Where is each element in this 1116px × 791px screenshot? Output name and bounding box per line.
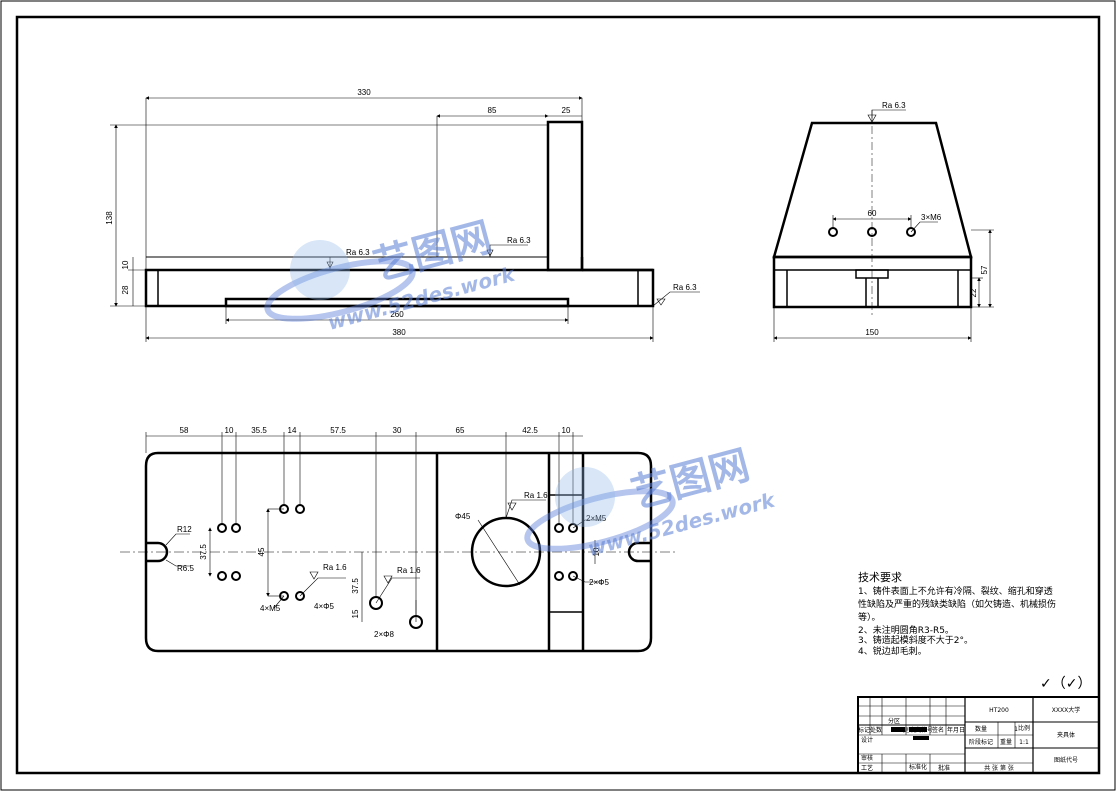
side-view-labels: 60 3×M6 57 22 150 Ra 6.3 — [865, 101, 989, 337]
dim-top: 30 — [393, 426, 402, 435]
radius-label: R12 — [177, 525, 192, 534]
stage-label: 阶段标记 — [969, 738, 993, 746]
radius-label: R6.5 — [177, 564, 194, 573]
dim-vertical: 37.5 — [351, 578, 360, 594]
dim-overall-width: 330 — [357, 88, 371, 97]
quantity-label: 数量 — [975, 725, 987, 733]
mark-label: 标记 — [858, 726, 870, 734]
dim-vertical: 10 — [592, 547, 601, 556]
dim-side-height: 57 — [980, 265, 989, 274]
top-view-labels: 58 10 35.5 14 57.5 30 65 42.5 10 R12 R6.… — [177, 426, 610, 639]
roughness-label: Ra 1.6 — [524, 491, 548, 500]
zone-label: 分区 — [888, 717, 900, 725]
dim-vertical: 15 — [351, 609, 360, 618]
approve-label: 批准 — [938, 764, 950, 772]
dim-total-length: 380 — [392, 328, 406, 337]
dim-height: 138 — [105, 211, 114, 225]
date-label: 年月日 — [947, 726, 965, 734]
review-label: 审核 — [861, 754, 873, 762]
technical-requirements: 技术要求 1、铸件表面上不允许有冷隔、裂纹、缩孔和穿透 性缺陷及严重的残缺类缺陷… — [858, 571, 1056, 657]
dim-base-height: 28 — [121, 285, 130, 294]
dim-wall-width: 25 — [562, 106, 571, 115]
material: HT200 — [989, 707, 1009, 714]
requirement-line: 2、未注明圆角R3-R5。 — [858, 624, 954, 636]
dim-top: 42.5 — [522, 426, 538, 435]
sign-label: 签名 — [932, 726, 944, 734]
design-label: 设计 — [861, 736, 873, 744]
surface-finish-symbol: ✓（✓） — [1040, 676, 1091, 692]
dim-vertical: 37.5 — [199, 544, 208, 560]
dim-top: 35.5 — [251, 426, 267, 435]
requirements-title: 技术要求 — [858, 571, 902, 584]
front-view-labels: 330 85 25 138 10 28 260 380 Ra 6.3 Ra 6.… — [105, 88, 697, 337]
side-view — [772, 109, 994, 342]
roughness-label: Ra 6.3 — [673, 283, 697, 292]
dim-top: 57.5 — [330, 426, 346, 435]
place-label: 处数 — [870, 726, 882, 734]
title-block — [857, 696, 1100, 774]
dim-top: 10 — [562, 426, 571, 435]
inner-border — [15, 15, 1101, 775]
dim-step: 10 — [121, 260, 130, 269]
dim-side-base: 22 — [969, 288, 978, 297]
roughness-label: Ra 6.3 — [882, 101, 906, 110]
dim-top: 10 — [225, 426, 234, 435]
change-label: 更改文件号 — [903, 726, 933, 734]
scale: 1:1 — [1019, 739, 1029, 746]
school-name: XXXX大学 — [1052, 706, 1080, 714]
dim-top: 14 — [288, 426, 297, 435]
thread-callout: 3×M6 — [921, 213, 942, 222]
requirement-line: 4、锐边却毛刺。 — [858, 645, 927, 657]
top-view — [120, 432, 675, 653]
requirement-line: 3、铸造起模斜度不大于2°。 — [858, 634, 973, 646]
part-name: 夹具体 — [1057, 731, 1075, 739]
roughness-label: Ra 6.3 — [346, 248, 370, 257]
thread-callout: 2×M5 — [586, 514, 607, 523]
hole-callout: 2×Φ8 — [374, 630, 395, 639]
dim-vertical: 45 — [257, 547, 266, 556]
dim-hole-spacing: 60 — [868, 209, 877, 218]
hole-callout: 2×Φ5 — [589, 578, 610, 587]
hole-callout: 4×Φ5 — [314, 602, 335, 611]
front-wall — [546, 120, 584, 272]
scale-label: 比例 — [1018, 724, 1030, 732]
watermark-1: 艺图网 www.52des.work — [264, 214, 519, 335]
roughness-label: Ra 6.3 — [507, 236, 531, 245]
requirement-line: 性缺陷及严重的残缺类缺陷（如欠铸造、机械损伤 — [858, 598, 1056, 610]
quantity: 1 — [1014, 726, 1018, 733]
process-label: 工艺 — [861, 764, 873, 772]
front-view — [110, 96, 700, 342]
title-block-text: HT200 XXXX大学 夹具体 图纸代号 数量 1 阶段标记 重量 比例 1:… — [858, 706, 1080, 772]
front-slot-rib — [224, 297, 570, 308]
roughness-label: Ra 1.6 — [323, 563, 347, 572]
weight-label: 重量 — [1000, 738, 1012, 746]
standard-label: 标准化 — [909, 763, 927, 771]
thread-callout: 4×M5 — [260, 604, 281, 613]
dim-side-width: 150 — [865, 328, 879, 337]
sheets-label: 共 张 第 张 — [984, 764, 1014, 772]
drawing-code: 图纸代号 — [1054, 756, 1078, 764]
dim-top: 58 — [180, 426, 189, 435]
roughness-label: Ra 1.6 — [397, 566, 421, 575]
requirement-line: 等）。 — [858, 611, 881, 623]
requirement-line: 1、铸件表面上不允许有冷隔、裂纹、缩孔和穿透 — [858, 585, 1053, 597]
dim-top-width: 85 — [488, 106, 497, 115]
dim-top: 65 — [456, 426, 465, 435]
bore-callout: Φ45 — [455, 512, 471, 521]
dim-slot: 260 — [390, 310, 404, 319]
